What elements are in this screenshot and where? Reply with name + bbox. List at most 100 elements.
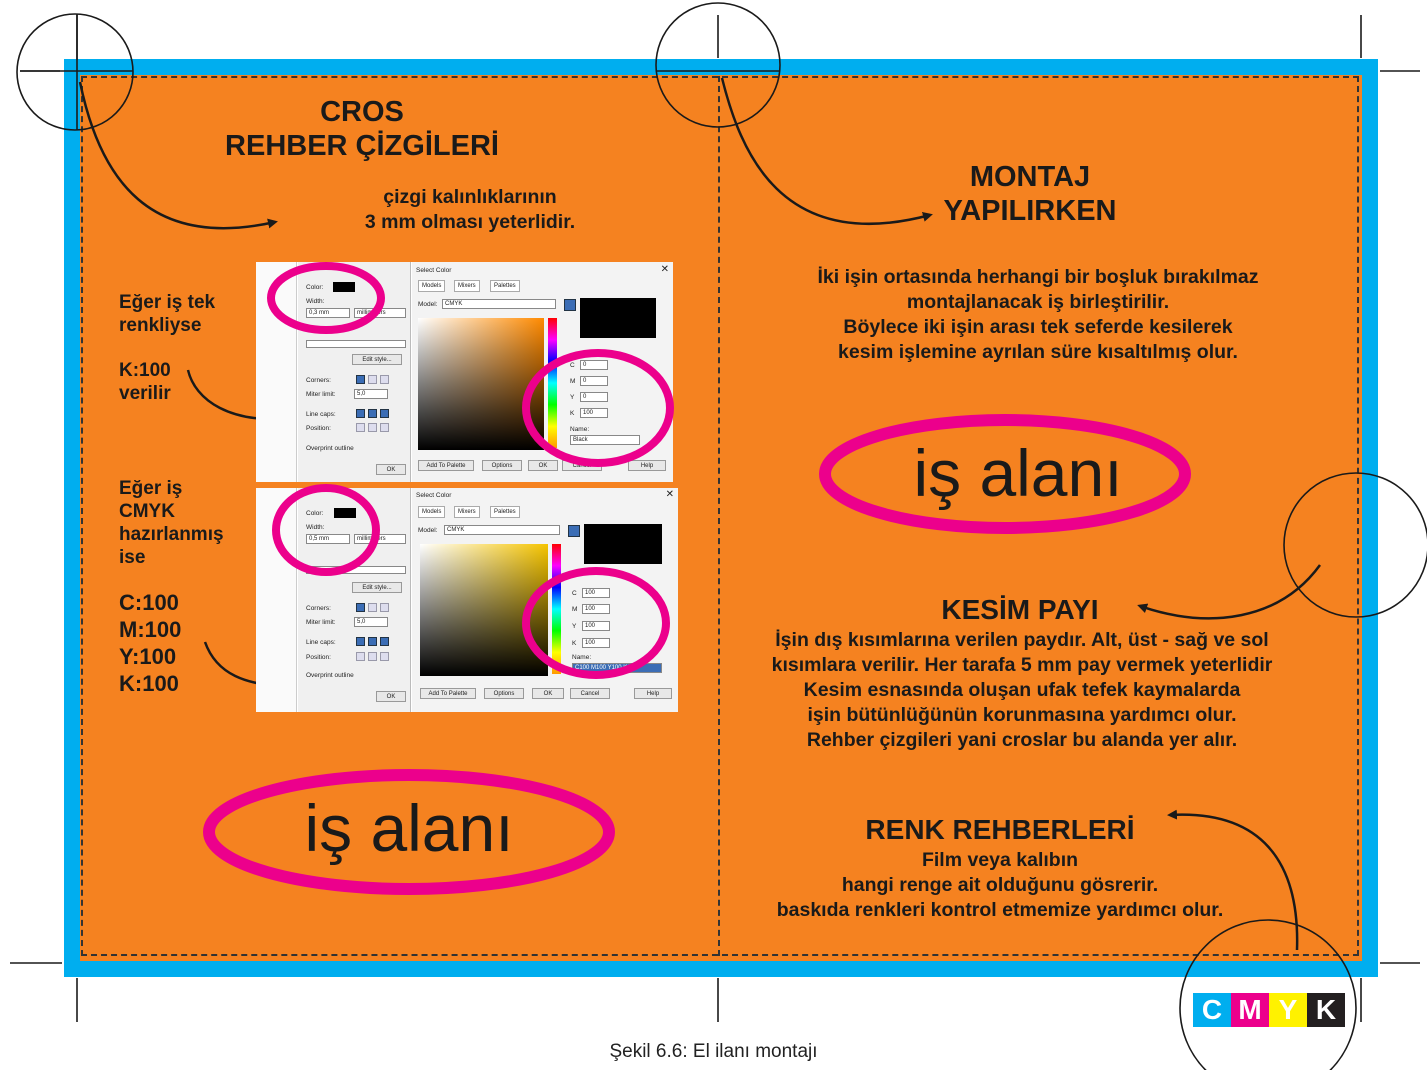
unit-select[interactable]: millimeters	[354, 308, 406, 318]
linecap-icon[interactable]	[380, 637, 389, 646]
options-button[interactable]: Options	[484, 688, 524, 699]
position-icon[interactable]	[380, 423, 389, 432]
arrow-cros	[78, 81, 278, 230]
add-to-palette-button[interactable]: Add To Palette	[420, 688, 476, 699]
outline-pen-pane: Color: Width: 0,5 mm millimeters Edit st…	[298, 488, 411, 712]
tab-mixers[interactable]: Mixers	[454, 506, 480, 518]
k-input[interactable]: 100	[580, 408, 608, 418]
hue-slider[interactable]	[552, 544, 561, 674]
help-button[interactable]: Help	[628, 460, 666, 471]
width-select[interactable]: 0,5 mm	[306, 534, 350, 544]
cmyk-k-box: K	[1307, 993, 1345, 1027]
position-icon[interactable]	[356, 652, 365, 661]
corner-icon[interactable]	[356, 603, 365, 612]
select-color-pane: Select Color ✕ Models Mixers Palettes Mo…	[412, 488, 678, 712]
unit-select[interactable]: millimeters	[354, 534, 406, 544]
arrow-renk	[1167, 809, 1299, 951]
position-icon[interactable]	[368, 652, 377, 661]
cmyk-y-box: Y	[1269, 993, 1307, 1027]
work-area-label-left: iş alanı	[304, 791, 514, 865]
miter-input[interactable]: 5,0	[354, 389, 388, 399]
color-field[interactable]	[418, 318, 544, 450]
name-input[interactable]: Black	[570, 435, 640, 445]
linecap-icon[interactable]	[356, 637, 365, 646]
corner-icon[interactable]	[380, 375, 389, 384]
cmyk-values: C:100 M:100 Y:100 K:100	[119, 590, 182, 696]
linecap-icon[interactable]	[356, 409, 365, 418]
corner-icon[interactable]	[356, 375, 365, 384]
hue-slider[interactable]	[548, 318, 557, 448]
corner-icon[interactable]	[368, 603, 377, 612]
help-button[interactable]: Help	[634, 688, 672, 699]
cmyk-c-box: C	[1193, 993, 1231, 1027]
close-icon[interactable]: ✕	[660, 264, 669, 275]
tab-palettes[interactable]: Palettes	[490, 506, 520, 518]
cmyk-color-bar: C M Y K	[1191, 989, 1347, 1031]
y-input[interactable]: 100	[582, 621, 610, 631]
cancel-button[interactable]: Cancel	[562, 460, 602, 471]
m-input[interactable]: 100	[582, 604, 610, 614]
cros-title: CROS REHBER ÇİZGİLERİ	[225, 96, 499, 162]
linecap-icon[interactable]	[380, 409, 389, 418]
model-select[interactable]: CMYK	[442, 299, 556, 309]
cancel-button[interactable]: Cancel	[570, 688, 610, 699]
tab-palettes[interactable]: Palettes	[490, 280, 520, 292]
tab-models[interactable]: Models	[418, 280, 446, 292]
cmyk-note: Eğer iş CMYK hazırlanmış ise	[119, 478, 224, 568]
single-color-note: Eğer iş tek renkliyse	[119, 292, 216, 336]
eyedropper-icon[interactable]	[568, 525, 580, 537]
position-icon[interactable]	[356, 423, 365, 432]
color-guide-desc: Film veya kalıbın hangi renge ait olduğu…	[776, 849, 1224, 921]
c-input[interactable]: 100	[582, 588, 610, 598]
add-to-palette-button[interactable]: Add To Palette	[418, 460, 474, 471]
ok-button[interactable]: OK	[528, 460, 558, 471]
k100-note: K:100 verilir	[119, 360, 171, 404]
color-swatch[interactable]	[333, 282, 355, 292]
corner-icon[interactable]	[368, 375, 377, 384]
ok-button[interactable]: OK	[376, 691, 406, 702]
color-preview	[580, 298, 656, 338]
work-area-ellipse-right	[819, 414, 1191, 534]
corner-icon[interactable]	[380, 603, 389, 612]
color-field[interactable]	[420, 544, 548, 676]
color-guide-title: RENK REHBERLERİ	[865, 814, 1135, 845]
overprint-checkbox[interactable]: Overprint outline	[306, 445, 354, 452]
position-icon[interactable]	[380, 652, 389, 661]
outline-pen-pane: Color: Width: 0,3 mm millimeters Edit st…	[298, 262, 411, 482]
style-select[interactable]	[306, 340, 406, 348]
outline-dialog-black: Color: Width: 0,3 mm millimeters Edit st…	[256, 262, 673, 482]
arrow-kesim	[1137, 564, 1322, 620]
c-input[interactable]: 0	[580, 360, 608, 370]
arrow-montaj	[720, 77, 933, 226]
tab-mixers[interactable]: Mixers	[454, 280, 480, 292]
close-icon[interactable]: ✕	[665, 489, 674, 500]
edit-style-button[interactable]: Edit style...	[352, 582, 402, 593]
miter-input[interactable]: 5,0	[354, 617, 388, 627]
m-input[interactable]: 0	[580, 376, 608, 386]
ok-button[interactable]: OK	[376, 464, 406, 475]
y-input[interactable]: 0	[580, 392, 608, 402]
style-select[interactable]	[306, 566, 406, 574]
edit-style-button[interactable]: Edit style...	[352, 354, 402, 365]
crop-circle	[16, 13, 134, 131]
canvas-strip	[256, 488, 297, 712]
eyedropper-icon[interactable]	[564, 299, 576, 311]
montage-desc: İki işin ortasında herhangi bir boşluk b…	[817, 266, 1259, 363]
model-select[interactable]: CMYK	[444, 525, 560, 535]
linecap-icon[interactable]	[368, 637, 377, 646]
tab-models[interactable]: Models	[418, 506, 446, 518]
linecap-icon[interactable]	[368, 409, 377, 418]
options-button[interactable]: Options	[482, 460, 522, 471]
cros-note: çizgi kalınlıklarının 3 mm olması yeterl…	[364, 186, 576, 233]
color-swatch[interactable]	[334, 508, 356, 518]
ok-button[interactable]: OK	[532, 688, 564, 699]
name-input[interactable]: C100 M100 Y100 K100	[572, 663, 662, 673]
width-select[interactable]: 0,3 mm	[306, 308, 350, 318]
bleed-desc: İşin dış kısımlarına verilen paydır. Alt…	[771, 629, 1273, 751]
position-icon[interactable]	[368, 423, 377, 432]
select-color-pane: Select Color ✕ Models Mixers Palettes Mo…	[412, 262, 673, 482]
crop-circle	[655, 2, 781, 128]
k-input[interactable]: 100	[582, 638, 610, 648]
overprint-checkbox[interactable]: Overprint outline	[306, 672, 354, 679]
